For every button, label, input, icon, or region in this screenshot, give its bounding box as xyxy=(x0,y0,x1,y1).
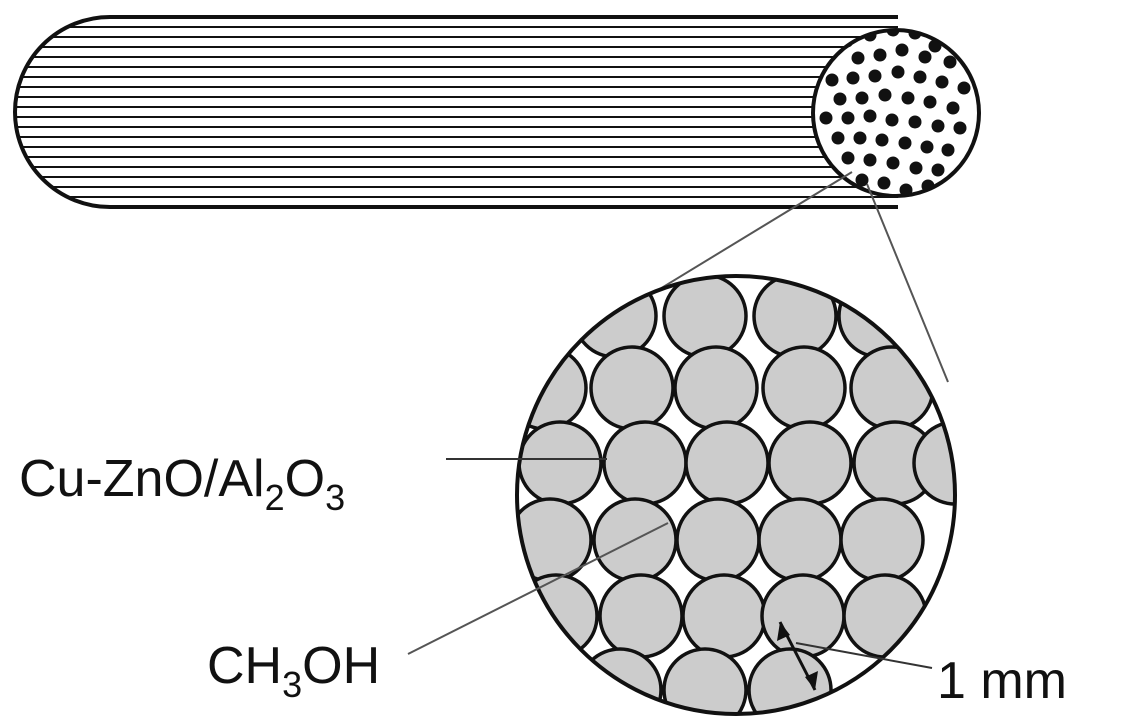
catalyst-pellet xyxy=(767,420,853,506)
catalyst-pellet xyxy=(589,345,675,431)
tube-end-dot xyxy=(923,95,937,109)
tube-end-dot xyxy=(873,48,887,62)
catalyst-pellet xyxy=(681,573,767,659)
tube-end-dot xyxy=(863,153,877,167)
tube-end-dot xyxy=(899,183,913,196)
tube-end-dot xyxy=(863,109,877,123)
tube-end-cross-section xyxy=(811,28,981,198)
catalyst-pellet xyxy=(517,420,603,506)
tube-end-dot xyxy=(898,136,912,150)
tube-end-dot xyxy=(908,30,922,40)
tube-end-dot xyxy=(825,73,839,87)
tube-end-dot xyxy=(953,121,967,135)
tube-stripes xyxy=(15,26,898,198)
tube-end-dot xyxy=(855,91,869,105)
tube-end-dot xyxy=(868,69,882,83)
tube-end-dot xyxy=(841,151,855,165)
magnified-cross-section xyxy=(515,274,957,716)
tube-end-dot xyxy=(946,101,960,115)
tube-end-dot xyxy=(891,65,905,79)
reactor-tube xyxy=(13,15,898,209)
catalyst-pellet xyxy=(684,420,770,506)
catalyst-pellet xyxy=(675,497,761,583)
tube-end-dot xyxy=(886,30,900,37)
catalyst-pellet xyxy=(662,276,748,359)
catalyst-pellet xyxy=(517,276,578,359)
tube-end-dot xyxy=(931,119,945,133)
catalyst-pellet xyxy=(598,573,684,659)
zoom-line-right xyxy=(866,183,949,383)
catalyst-pellet xyxy=(602,420,688,506)
tube-end-dot xyxy=(920,140,934,154)
tube-end-dot xyxy=(851,51,865,65)
tube-end-dot xyxy=(846,71,860,85)
tube-end-dot xyxy=(885,113,899,127)
catalyst-pellets xyxy=(517,276,955,714)
catalyst-pellet xyxy=(839,497,925,583)
tube-end-dot xyxy=(875,133,889,147)
scale-label: 1 mm xyxy=(937,652,1067,710)
tube-end-dot xyxy=(886,156,900,170)
tube-outline xyxy=(13,15,898,209)
tube-end-dot xyxy=(833,92,847,106)
tube-end-dot xyxy=(913,70,927,84)
tube-end-dot xyxy=(918,50,932,64)
catalyst-pellet xyxy=(757,497,843,583)
scale-leader-line xyxy=(795,642,933,669)
catalyst-pellet xyxy=(662,647,748,714)
tube-end-dot xyxy=(901,91,915,105)
tube-end-dot xyxy=(878,88,892,102)
tube-end-dot xyxy=(931,163,945,177)
tube-end-dot xyxy=(819,111,833,125)
catalyst-pellet xyxy=(752,276,838,359)
magnified-outline xyxy=(515,274,957,716)
tube-end-dots xyxy=(819,30,971,196)
tube-end-dot xyxy=(877,176,891,190)
tube-end-dot xyxy=(841,111,855,125)
tube-end-dot xyxy=(895,43,909,57)
catalyst-pellet xyxy=(572,276,658,359)
tube-end-dot xyxy=(855,173,869,187)
methanol-label: CH3OH xyxy=(207,637,380,705)
catalyst-pellet xyxy=(849,345,935,431)
tube-end-dot xyxy=(957,81,971,95)
catalyst-pellet xyxy=(673,345,759,431)
tube-end-dot xyxy=(831,131,845,145)
catalyst-pellet xyxy=(842,573,928,659)
tube-end-dot xyxy=(853,131,867,145)
catalyst-pellet xyxy=(747,647,833,714)
tube-end-dot xyxy=(935,75,949,89)
catalyst-label: Cu-ZnO/Al2O3 xyxy=(19,450,345,518)
tube-end-dot xyxy=(941,143,955,157)
catalyst-pellet xyxy=(517,573,599,659)
tube-end-dot xyxy=(909,161,923,175)
scale-arrow xyxy=(777,621,818,691)
tube-end-dot xyxy=(928,39,942,53)
catalyst-pellet xyxy=(761,345,847,431)
tube-end-dot xyxy=(908,115,922,129)
methanol-leader-line xyxy=(407,522,669,655)
catalyst-pellet xyxy=(912,420,955,506)
tube-end-dot xyxy=(943,55,957,69)
